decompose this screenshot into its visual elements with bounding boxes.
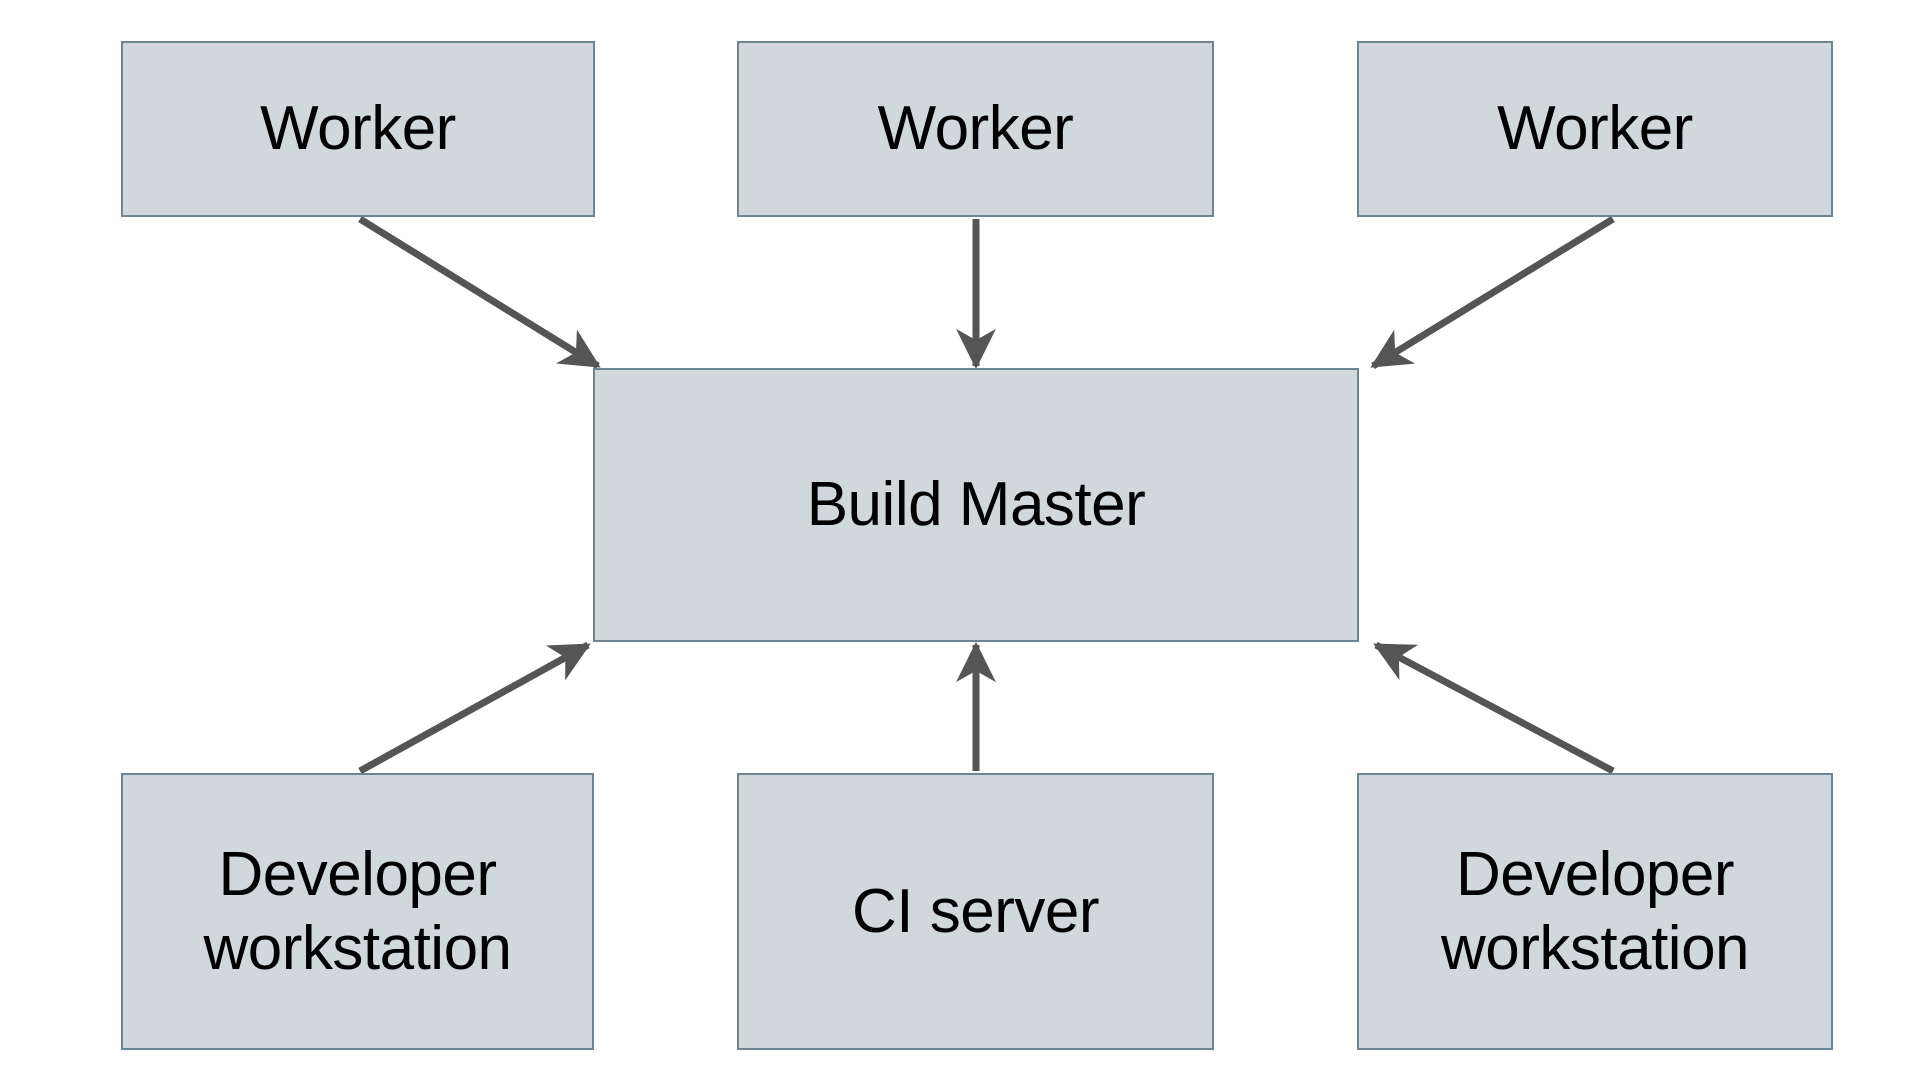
node-worker-2[interactable]: Worker <box>737 41 1214 217</box>
edge-worker3-to-master <box>1370 216 1615 369</box>
node-worker-2-label: Worker <box>877 94 1074 164</box>
node-developer-workstation-2[interactable]: Developer workstation <box>1357 773 1833 1050</box>
node-worker-1-label: Worker <box>260 94 456 164</box>
node-worker-3[interactable]: Worker <box>1357 41 1833 217</box>
edge-workstation2-to-master <box>1373 641 1615 775</box>
node-worker-1[interactable]: Worker <box>121 41 595 217</box>
node-ci-server-label: CI server <box>852 876 1099 946</box>
node-developer-workstation-1-label: Developer workstation <box>203 840 512 983</box>
node-worker-3-label: Worker <box>1497 94 1693 164</box>
edge-workstation1-to-master <box>358 641 591 775</box>
node-developer-workstation-2-label: Developer workstation <box>1440 840 1750 983</box>
node-ci-server[interactable]: CI server <box>737 773 1214 1050</box>
node-build-master[interactable]: Build Master <box>593 368 1359 642</box>
node-developer-workstation-1[interactable]: Developer workstation <box>121 773 594 1050</box>
edge-worker1-to-master <box>358 216 601 369</box>
node-build-master-label: Build Master <box>806 470 1146 540</box>
